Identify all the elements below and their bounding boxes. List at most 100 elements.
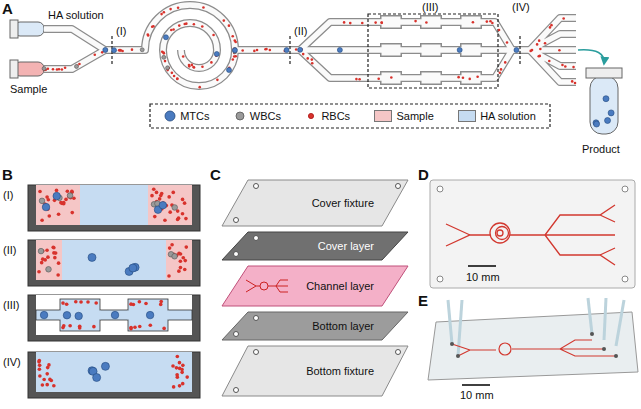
- legend-item: Sample: [374, 110, 433, 123]
- rbc-cell: [46, 255, 50, 259]
- layer-label: Cover layer: [318, 240, 374, 253]
- rbc-cell: [153, 215, 157, 219]
- rbc-cell: [176, 375, 180, 379]
- rbc-cell: [40, 261, 44, 265]
- legend-cell-icon: [234, 110, 246, 122]
- rbc-cell: [564, 65, 567, 68]
- rbc-cell: [169, 8, 172, 11]
- inlet-label: Sample: [10, 82, 47, 96]
- rbc-cell: [173, 75, 176, 78]
- rbc-cell: [53, 256, 57, 260]
- rbc-cell: [152, 187, 156, 191]
- rbc-cell: [343, 21, 346, 24]
- rbc-cell: [41, 383, 45, 387]
- layer-label: Bottom layer: [312, 320, 374, 333]
- rbc-cell: [571, 80, 574, 83]
- rbc-cell: [264, 48, 267, 51]
- scale-bar-label: 10 mm: [466, 270, 500, 284]
- screw-hole: [234, 332, 239, 337]
- legend: MTCsWBCsRBCsSampleHA solution: [152, 105, 548, 127]
- section-marker: (IV): [512, 0, 530, 14]
- layer-label: Channel layer: [306, 280, 374, 293]
- screw-hole: [254, 184, 259, 189]
- rbc-cell: [138, 325, 142, 329]
- rbc-cell: [62, 324, 66, 328]
- layer-label: Bottom fixture: [306, 365, 374, 378]
- rbc-cell: [92, 325, 96, 329]
- wbc-cell: [103, 48, 107, 52]
- rbc-cell: [38, 363, 42, 367]
- rbc-cell: [202, 6, 205, 9]
- mtc-cell: [605, 118, 611, 124]
- mtc-cell: [163, 35, 168, 40]
- rbc-cell: [256, 49, 259, 52]
- mtc-cell: [232, 48, 237, 53]
- section-lines: [112, 14, 550, 128]
- legend-swatch: [374, 110, 392, 122]
- cross-sections: [28, 185, 200, 398]
- rbc-cell: [171, 191, 175, 195]
- mtc-cell: [594, 121, 600, 127]
- rbc-cell: [500, 68, 503, 71]
- wbc-cell: [140, 48, 144, 52]
- rbc-cell: [129, 326, 133, 330]
- wbc-cell: [39, 198, 45, 204]
- mtc-cell: [608, 110, 614, 116]
- rbc-cell: [38, 190, 42, 194]
- rbc-cell: [57, 261, 61, 265]
- rbc-cell: [40, 218, 44, 222]
- rbc-cell: [59, 201, 63, 205]
- rbc-cell: [358, 78, 361, 81]
- wbc-cell: [38, 248, 44, 254]
- rbc-cell: [149, 323, 153, 327]
- plate-shape: [222, 346, 408, 396]
- wbc-cell: [166, 66, 170, 70]
- section-marker: (I): [3, 188, 13, 202]
- channel-pattern: [246, 280, 288, 292]
- rbc-cell: [150, 194, 154, 198]
- rbc-cell: [414, 20, 417, 23]
- rbc-cell: [144, 302, 148, 306]
- rbc-cell: [37, 270, 41, 274]
- rbc-cell: [380, 21, 383, 24]
- product-tube: [578, 50, 622, 134]
- rbc-cell: [232, 58, 235, 61]
- rbc-cell: [201, 65, 204, 68]
- rbc-cell: [61, 301, 65, 305]
- rbc-cell: [164, 60, 167, 63]
- rbc-cell: [162, 51, 165, 54]
- rbc-cell: [163, 218, 167, 222]
- rbc-cell: [210, 61, 213, 64]
- rbc-cell: [349, 22, 352, 25]
- section-marker: (III): [3, 298, 20, 312]
- rbc-cell: [311, 58, 314, 61]
- rbc-cell: [79, 300, 83, 304]
- mtc-cell: [214, 51, 219, 56]
- rbc-cell: [172, 385, 176, 389]
- rbc-cell: [185, 375, 189, 379]
- rbc-cell: [47, 214, 51, 218]
- rbc-cell: [380, 22, 383, 25]
- rbc-cell: [425, 21, 428, 24]
- rbc-cell: [182, 55, 185, 58]
- panel-letter: A: [2, 0, 13, 18]
- rbc-cell: [86, 300, 90, 304]
- layer-plate: Bottom fixture: [222, 346, 408, 396]
- rbc-cell: [121, 50, 124, 53]
- rbc-cell: [177, 6, 180, 9]
- rbc-cell: [311, 62, 314, 65]
- screw-hole: [234, 388, 239, 393]
- rbc-cell: [170, 29, 173, 32]
- rbc-cell: [192, 66, 195, 69]
- mtc-cell: [227, 68, 232, 73]
- rbc-cell: [499, 71, 502, 74]
- rbc-cell: [163, 11, 166, 14]
- inlet-label: HA solution: [48, 8, 104, 22]
- rbc-cell: [176, 218, 180, 222]
- legend-text: Sample: [396, 110, 433, 123]
- rbc-cell: [234, 41, 237, 44]
- rbc-cell: [167, 195, 171, 199]
- rbc-cell: [78, 63, 81, 66]
- rbc-cell: [537, 55, 540, 58]
- rbc-cell: [181, 364, 185, 368]
